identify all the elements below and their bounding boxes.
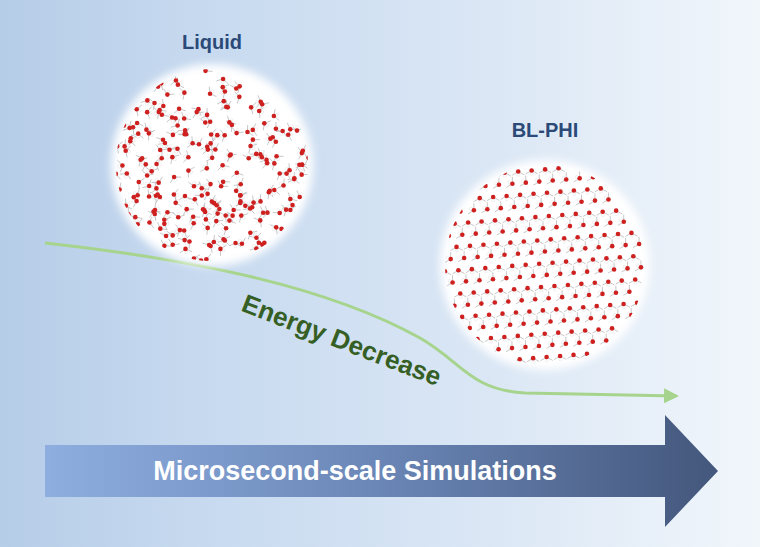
timeline-arrow: Microsecond-scale Simulations [45, 415, 718, 527]
structure-circle: BL-PHI [438, 118, 652, 372]
structure-title: Liquid [49, 30, 375, 54]
arrow-body [45, 415, 718, 527]
arrow-label: Microsecond-scale Simulations [45, 445, 665, 497]
structure-circle: Liquid [109, 30, 315, 268]
molecule-snapshot [109, 62, 315, 268]
molecule-snapshot [438, 158, 652, 372]
structure-title: BL-PHI [378, 118, 712, 142]
